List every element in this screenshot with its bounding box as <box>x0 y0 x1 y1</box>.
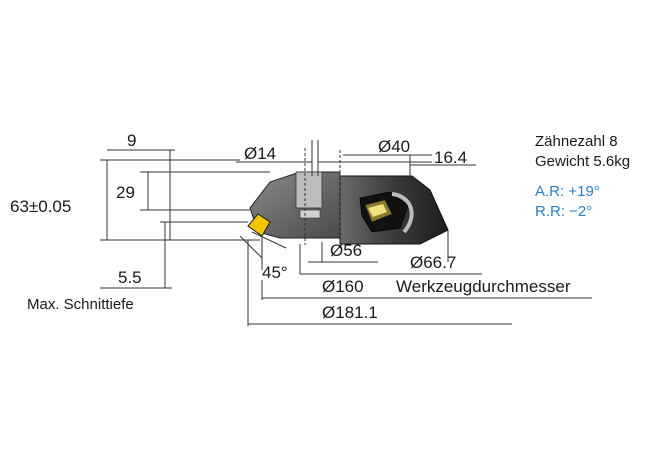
bottom-dimension-lines <box>247 230 592 326</box>
top-dimension-lines <box>236 140 476 180</box>
dimension-dia-40: Ø40 <box>378 137 410 156</box>
dimension-dia-66-7: Ø66.7 <box>410 253 456 272</box>
angle-leaders <box>239 231 287 270</box>
dimension-dia-181-1: Ø181.1 <box>322 303 378 322</box>
teeth-count: Zähnezahl 8 <box>535 133 618 150</box>
dimension-9: 9 <box>127 131 136 150</box>
tool-diameter-label: Werkzeugdurchmesser <box>396 277 571 296</box>
dimension-16-4: 16.4 <box>434 148 467 167</box>
left-dimension-lines <box>100 149 270 289</box>
axial-rake: A.R: +19° <box>535 183 600 200</box>
dimension-angle-45: 45° <box>262 263 288 282</box>
dimension-5-5: 5.5 <box>118 268 142 287</box>
dimension-dia-160: Ø160 <box>322 277 364 296</box>
dimension-dia-56: Ø56 <box>330 241 362 260</box>
max-cutting-depth-label: Max. Schnittiefe <box>27 296 134 313</box>
dimension-29: 29 <box>116 183 135 202</box>
dimension-dia-14: Ø14 <box>244 144 276 163</box>
cutter-section <box>249 148 449 250</box>
radial-rake: R.R: −2° <box>535 203 592 220</box>
dimension-63: 63±0.05 <box>10 197 71 216</box>
weight: Gewicht 5.6kg <box>535 153 630 170</box>
cutting-insert <box>247 213 271 237</box>
